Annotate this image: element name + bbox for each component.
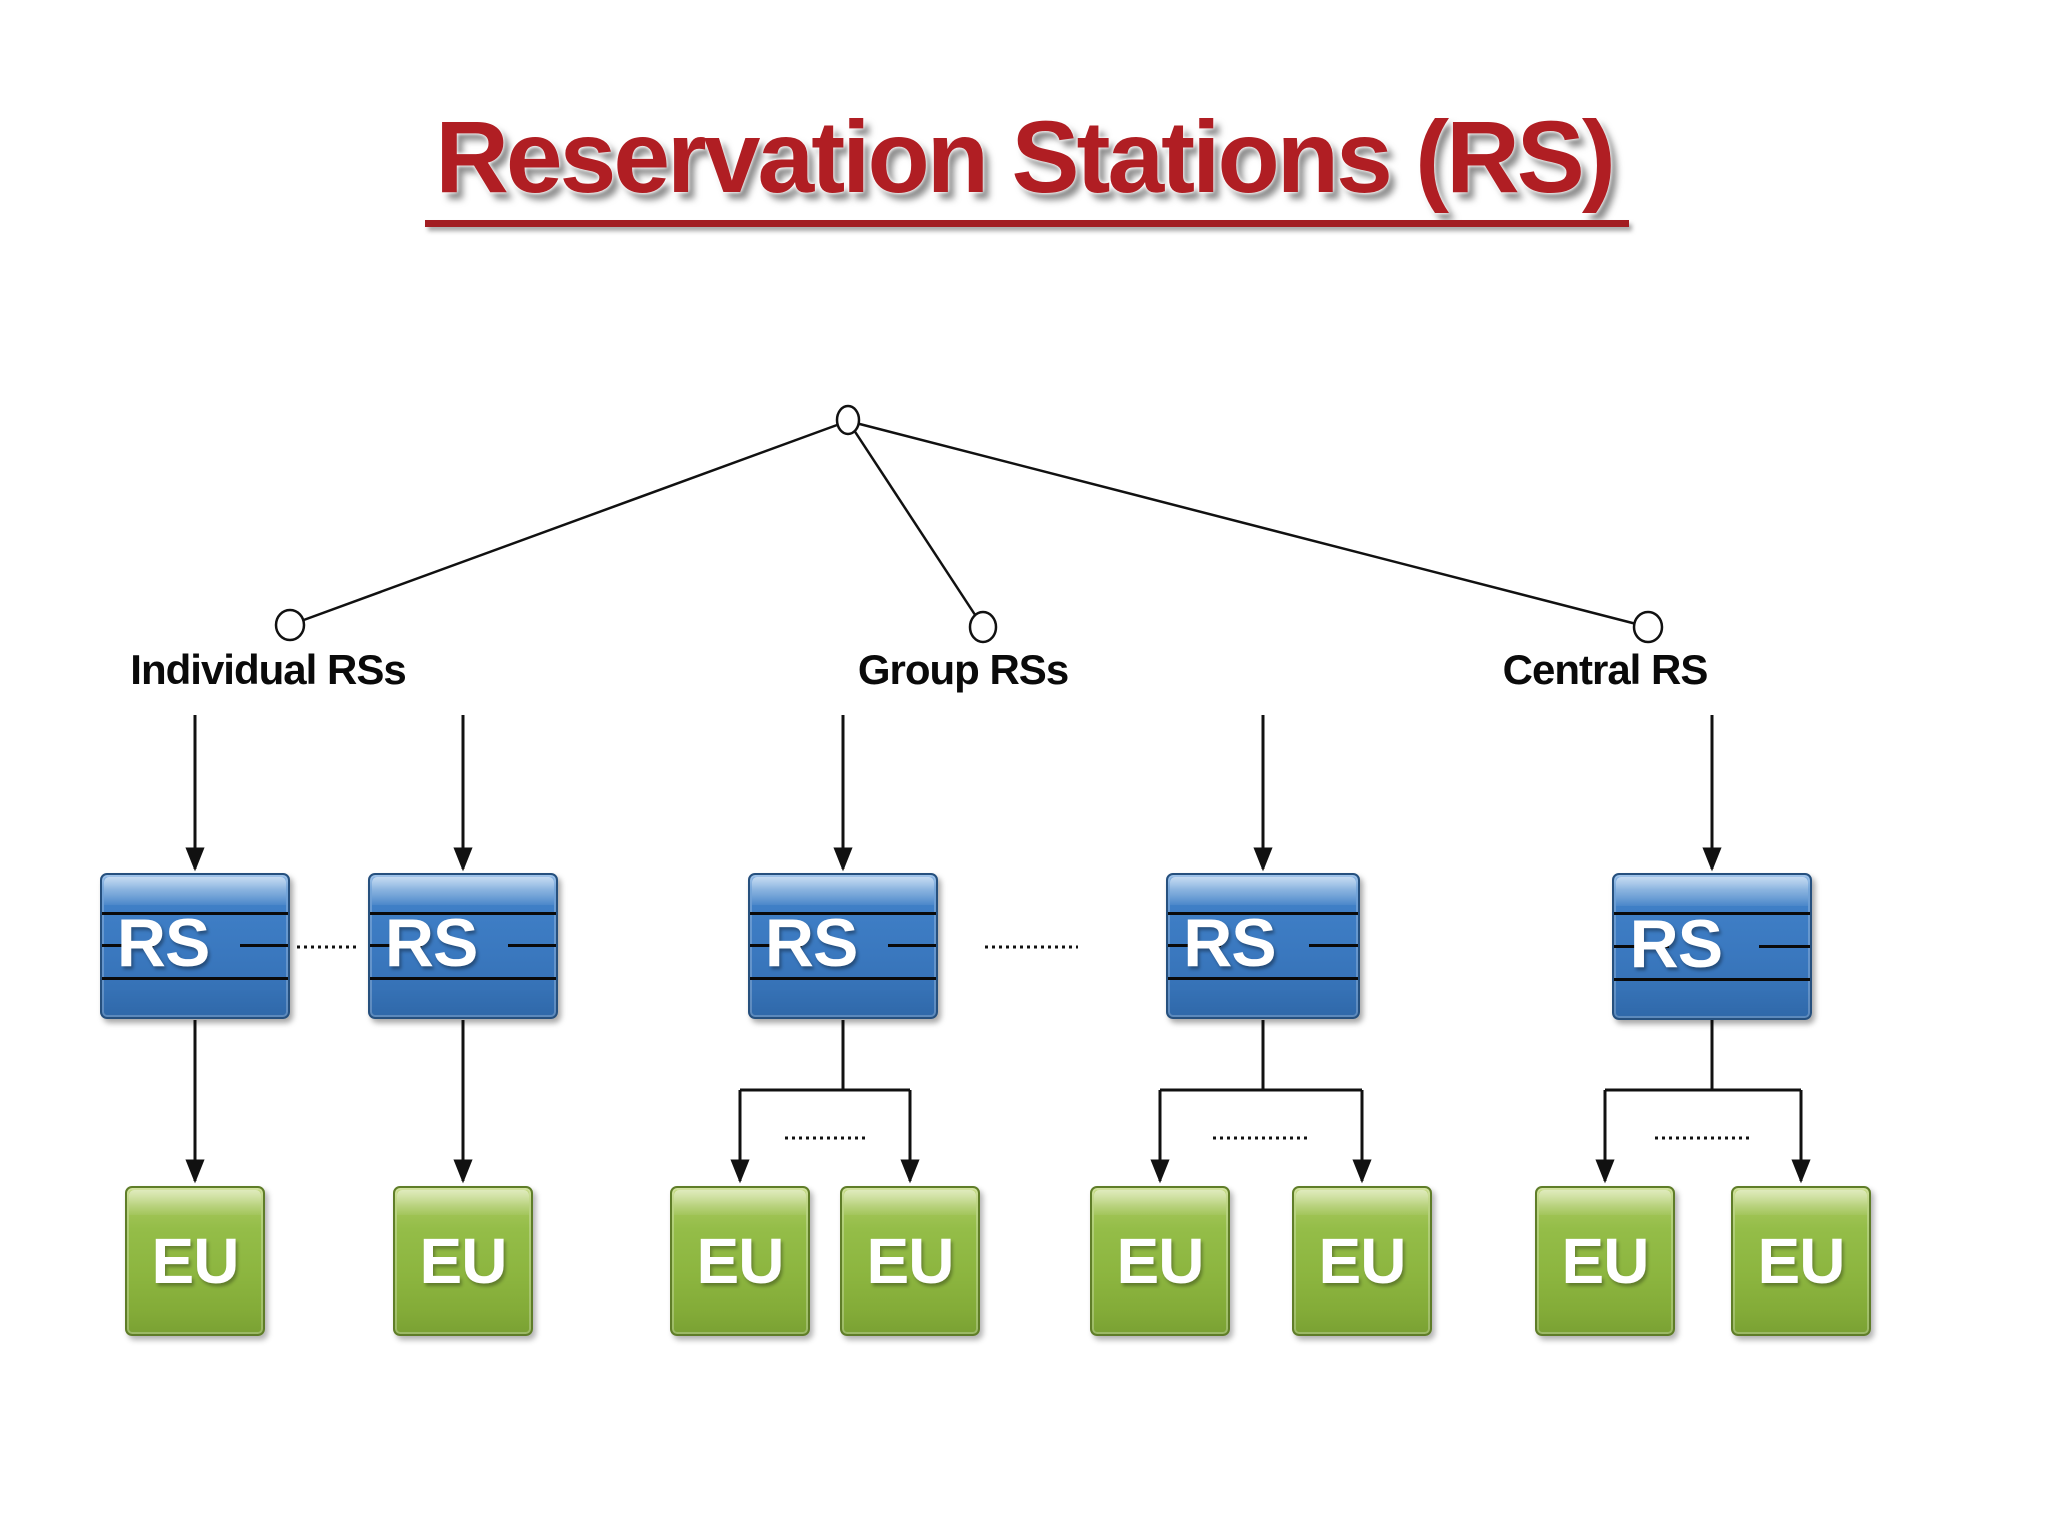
eu-box: EU (1731, 1186, 1871, 1336)
rs-row-line (887, 944, 936, 947)
rs-row-line (750, 944, 803, 947)
tree-nodes (274, 404, 1664, 644)
bracket-central (1605, 1020, 1801, 1092)
page-title: Reservation Stations (RS) (425, 103, 1629, 228)
rs-row-line (1168, 944, 1222, 947)
rs-box: RS (748, 873, 938, 1019)
dotted-links (297, 945, 1751, 1140)
rs-row-line (102, 911, 288, 915)
rs-row-line (102, 977, 288, 981)
eu-box: EU (125, 1186, 265, 1336)
rs-row-line (1168, 977, 1358, 981)
eu-box: EU (840, 1186, 980, 1336)
eu-box: EU (1535, 1186, 1675, 1336)
rs-row-line (1614, 977, 1810, 981)
eu-box-label: EU (1561, 1225, 1650, 1297)
eu-box: EU (1090, 1186, 1230, 1336)
bracket-group-2 (1160, 1020, 1362, 1092)
section-label-individual: Individual RSs (130, 646, 406, 693)
eu-box-label: EU (419, 1225, 508, 1297)
rs-row-line (370, 944, 423, 947)
section-label-group: Group RSs (857, 646, 1069, 693)
rs-box: RS (1166, 873, 1360, 1019)
rs-box-label: RS (116, 904, 210, 981)
section-label-central: Central RS (1502, 646, 1709, 693)
tree-edge-right (847, 419, 1649, 629)
eu-box-label: EU (1757, 1225, 1846, 1297)
bracket-group-1 (740, 1020, 910, 1092)
rs-row-line (750, 911, 936, 915)
rs-row-line (507, 944, 556, 947)
bracket-arrows (730, 1090, 1811, 1184)
rs-row-line (1759, 944, 1810, 948)
rs-box-label: RS (384, 904, 478, 981)
rs-row-line (1168, 911, 1358, 915)
rs-row-line (750, 977, 936, 981)
rs-row-line (1614, 912, 1810, 916)
rs-row-line (1308, 944, 1358, 947)
rs-box-label: RS (764, 904, 858, 981)
rs-row-line (370, 911, 556, 915)
rs-box-label: RS (1629, 905, 1723, 982)
eu-box: EU (670, 1186, 810, 1336)
eu-box-label: EU (151, 1225, 240, 1297)
tree-edge-left (289, 419, 849, 627)
title-area: Reservation Stations (RS) (0, 103, 2048, 228)
bracket-rails (740, 1020, 1801, 1092)
eu-box: EU (393, 1186, 533, 1336)
eu-box-label: EU (1318, 1225, 1407, 1297)
root-node (835, 404, 861, 436)
eu-box-label: EU (696, 1225, 785, 1297)
tree-edges (289, 419, 1649, 629)
rs-box: RS (368, 873, 558, 1019)
rs-row-line (1614, 944, 1669, 948)
tree-edge-middle (846, 420, 985, 628)
rs-row-line (239, 944, 288, 947)
rs-to-eu-arrows (185, 1020, 473, 1184)
rs-row-line (102, 944, 155, 947)
rs-box: RS (1612, 873, 1812, 1020)
rs-box: RS (100, 873, 290, 1019)
node-individual (274, 608, 306, 642)
eu-box-label: EU (866, 1225, 955, 1297)
node-group (968, 610, 998, 644)
rs-box-label: RS (1183, 904, 1276, 981)
eu-box-label: EU (1116, 1225, 1205, 1297)
rs-row-line (370, 977, 556, 981)
eu-box: EU (1292, 1186, 1432, 1336)
node-central (1632, 610, 1664, 644)
label-to-rs-arrows (185, 715, 1722, 872)
